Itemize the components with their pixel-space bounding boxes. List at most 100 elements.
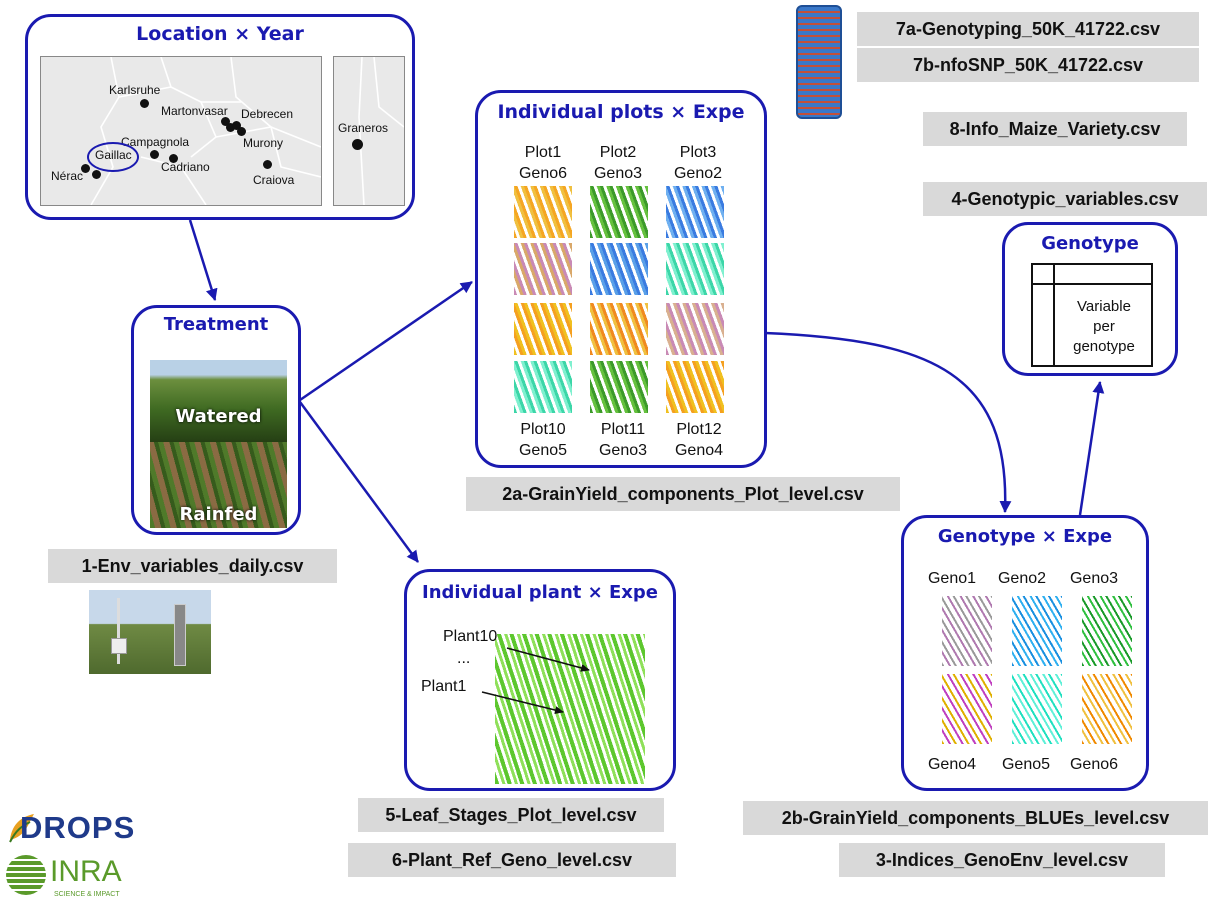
- soil-probe: [174, 604, 186, 666]
- dna-chip-icon: [796, 5, 842, 119]
- geno-plant: [1012, 674, 1062, 744]
- south-america-map: Graneros: [333, 56, 405, 206]
- city-gaillac: Gaillac: [95, 148, 132, 162]
- plot-canopy: [514, 361, 572, 413]
- watered-label: Watered: [175, 406, 262, 427]
- geno-label: Geno5: [1001, 756, 1051, 773]
- geno-plant: [1082, 674, 1132, 744]
- city-karlsruhe: Karlsruhe: [109, 83, 161, 97]
- plot-canopy: [590, 361, 648, 413]
- plots-box: Individual plots × Expe Plot1 Geno6 Plot…: [475, 90, 767, 468]
- city-dot: [150, 150, 159, 159]
- file-env-variables: 1-Env_variables_daily.csv: [48, 549, 337, 583]
- plot-label: Plot12 Geno4: [674, 421, 724, 459]
- plots-title: Individual plots × Expe: [497, 101, 745, 123]
- genotype-table: Variable per genotype: [1031, 263, 1153, 367]
- geno-label: Geno6: [1069, 756, 1119, 773]
- geno-label: Geno3: [1069, 570, 1119, 587]
- city-campagnola: Campagnola: [121, 135, 190, 149]
- city-dot: [221, 117, 230, 126]
- plot-canopy: [666, 243, 724, 295]
- plot-label: Plot1 Geno6: [518, 144, 568, 182]
- plant1-label: Plant1: [421, 678, 467, 695]
- arrow-treatment-to-plots: [299, 280, 473, 402]
- file-genotyping: 7a-Genotyping_50K_41722.csv: [857, 12, 1199, 46]
- city-dot: [140, 99, 149, 108]
- europe-map-borders: [90, 57, 321, 205]
- file-genotypic-variables: 4-Genotypic_variables.csv: [923, 182, 1207, 216]
- plant-canopy: [495, 634, 645, 784]
- city-nerac: Nérac: [51, 169, 84, 183]
- city-graneros: Graneros: [338, 121, 389, 135]
- geno-label: Geno1: [927, 570, 977, 587]
- plot-canopy: [666, 186, 724, 238]
- genoexpe-title: Genotype × Expe: [937, 526, 1113, 547]
- file-grainyield-plot: 2a-GrainYield_components_Plot_level.csv: [466, 477, 900, 511]
- location-year-title: Location × Year: [136, 23, 304, 45]
- plot-label: Plot10 Geno5: [518, 421, 568, 459]
- inra-logo: INRA SCIENCE & IMPACT: [6, 855, 132, 903]
- plant10-label: Plant10: [443, 628, 498, 645]
- treatment-title: Treatment: [163, 314, 269, 335]
- table-column-line: [1053, 265, 1055, 365]
- plot-canopy: [514, 186, 572, 238]
- city-debrecen: Debrecen: [241, 107, 294, 121]
- city-dot: [263, 160, 272, 169]
- plant-title: Individual plant × Expe: [422, 582, 658, 603]
- arrow-treatment-to-plant: [298, 401, 420, 563]
- drops-logo: DROPS: [4, 810, 136, 850]
- file-info-maize: 8-Info_Maize_Variety.csv: [923, 112, 1187, 146]
- arrow-genoexpe-to-genotype: [1078, 381, 1105, 516]
- city-murony: Murony: [243, 136, 284, 150]
- plant-box: Individual plant × Expe Plant10 ... Plan…: [404, 569, 676, 791]
- genotype-cell-text: Variable per genotype: [1073, 298, 1135, 355]
- geno-label: Geno4: [927, 756, 977, 773]
- plot-canopy: [590, 186, 648, 238]
- plot-canopy: [590, 303, 648, 355]
- file-leaf-stages: 5-Leaf_Stages_Plot_level.csv: [358, 798, 664, 832]
- plant-pointer-arrows: [481, 647, 590, 714]
- arrow-plots-to-genoexpe: [764, 331, 1012, 513]
- inra-emblem: [6, 855, 46, 895]
- location-year-box: Location × Year Karlsruhe Martonvasar De…: [25, 14, 415, 220]
- city-cadriano: Cadriano: [161, 160, 210, 174]
- genoexpe-box: Genotype × Expe Geno1 Geno2 Geno3 Geno4 …: [901, 515, 1149, 791]
- arrow-location-to-treatment: [188, 219, 218, 301]
- drops-logo-text: DROPS: [20, 810, 136, 845]
- genotype-box: Genotype Variable per genotype: [1002, 222, 1178, 376]
- city-martonvasar: Martonvasar: [161, 104, 228, 118]
- city-dot: [237, 127, 246, 136]
- geno-plant: [1012, 596, 1062, 666]
- plot-canopy: [514, 303, 572, 355]
- file-info-snp: 7b-nfoSNP_50K_41722.csv: [857, 48, 1199, 82]
- plot-label: Plot2 Geno3: [593, 144, 643, 182]
- plot-label: Plot11 Geno3: [598, 421, 648, 459]
- weather-station-mast: [117, 598, 120, 664]
- plot-label: Plot3 Geno2: [673, 144, 723, 182]
- file-grainyield-blues: 2b-GrainYield_components_BLUEs_level.csv: [743, 801, 1208, 835]
- city-dot: [92, 170, 101, 179]
- inra-tagline: SCIENCE & IMPACT: [54, 891, 120, 898]
- rainfed-photo: Rainfed: [150, 442, 287, 528]
- file-plant-ref: 6-Plant_Ref_Geno_level.csv: [348, 843, 676, 877]
- inra-logo-text: INRA: [50, 855, 122, 888]
- plot-canopy: [666, 361, 724, 413]
- city-craiova: Craiova: [253, 173, 295, 187]
- plant-ellipsis: ...: [457, 650, 471, 667]
- city-dot: [352, 139, 363, 150]
- plot-canopy: [666, 303, 724, 355]
- rainfed-label: Rainfed: [179, 504, 258, 525]
- plot-canopy: [514, 243, 572, 295]
- drops-leaf-icon: [9, 814, 34, 843]
- geno-plant: [1082, 596, 1132, 666]
- weather-station-photo: [89, 590, 211, 674]
- weather-station-sensor: [111, 638, 127, 654]
- geno-plant: [942, 596, 992, 666]
- city-dot: [226, 123, 235, 132]
- plot-canopy: [590, 243, 648, 295]
- genotype-title: Genotype: [1041, 233, 1139, 254]
- south-america-borders: [358, 57, 404, 205]
- city-dot: [169, 154, 178, 163]
- city-dot: [232, 121, 241, 130]
